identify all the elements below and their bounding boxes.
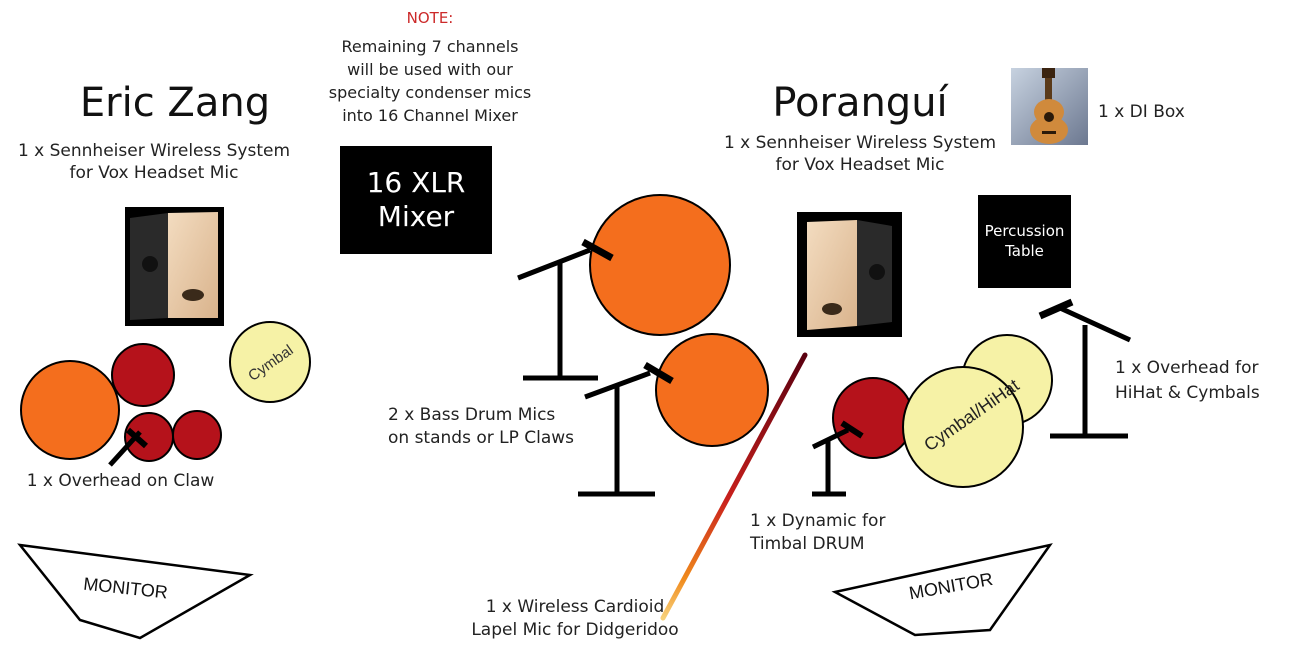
note-line-2: will be used with our	[347, 60, 513, 79]
lapel-mic-line-1: 1 x Wireless Cardioid	[485, 597, 665, 617]
left-red-drum-right	[172, 410, 222, 460]
percussion-line-2: Table	[1005, 241, 1044, 260]
right-overhead-line-1: 1 x Overhead for	[1115, 358, 1259, 378]
right-cajon	[797, 212, 902, 337]
right-performer-name: Poranguí	[772, 80, 948, 126]
lapel-mic-line-2: Lapel Mic for Didgeridoo	[471, 620, 679, 640]
timbal-drum	[832, 377, 914, 459]
left-wireless-line-2: for Vox Headset Mic	[69, 163, 239, 183]
note-line-3: specialty condenser mics	[328, 83, 532, 102]
mixer-box: 16 XLR Mixer	[340, 146, 492, 254]
left-performer-name: Eric Zang	[79, 80, 271, 126]
dynamic-mic-line-2: Timbal DRUM	[750, 534, 865, 554]
right-overhead-line-2: HiHat & Cymbals	[1115, 383, 1260, 403]
bass-mic-stand-lower	[578, 361, 674, 497]
cymbal-hihat	[902, 366, 1024, 488]
bass-mics-line-2: on stands or LP Claws	[388, 428, 575, 448]
right-monitor: MONITOR	[831, 543, 1053, 637]
bass-drum-lower	[655, 333, 769, 447]
right-wireless-line-1: 1 x Sennheiser Wireless System	[723, 133, 997, 153]
mixer-line-2: Mixer	[377, 200, 455, 233]
right-wireless-line-2: for Vox Headset Mic	[775, 155, 945, 175]
note-line-4: into 16 Channel Mixer	[342, 106, 518, 125]
note-heading: NOTE:	[406, 9, 454, 27]
percussion-line-1: Percussion	[984, 222, 1065, 240]
percussion-table: Percussion Table	[978, 195, 1071, 288]
dynamic-mic-stand	[811, 420, 864, 497]
left-wireless-line-1: 1 x Sennheiser Wireless System	[17, 141, 291, 161]
left-claw-mic	[108, 427, 148, 467]
left-overhead-label: 1 x Overhead on Claw	[26, 471, 215, 491]
left-red-drum-top	[111, 343, 175, 407]
bass-mics-line-1: 2 x Bass Drum Mics	[388, 405, 556, 425]
dynamic-mic-line-1: 1 x Dynamic for	[750, 511, 886, 531]
left-orange-drum	[20, 360, 120, 460]
bass-mic-stand-upper	[517, 238, 614, 381]
bass-drum-upper	[589, 194, 731, 336]
guitar-icon	[1011, 68, 1088, 145]
note-line-1: Remaining 7 channels	[341, 37, 519, 56]
left-monitor: MONITOR	[17, 543, 254, 640]
mixer-line-1: 16 XLR	[366, 166, 466, 200]
overhead-stand-right	[1038, 298, 1132, 439]
di-box-label: 1 x DI Box	[1098, 102, 1185, 122]
left-cymbal	[229, 321, 311, 403]
left-cajon	[125, 207, 224, 326]
lapel-mic-cable	[660, 352, 808, 621]
